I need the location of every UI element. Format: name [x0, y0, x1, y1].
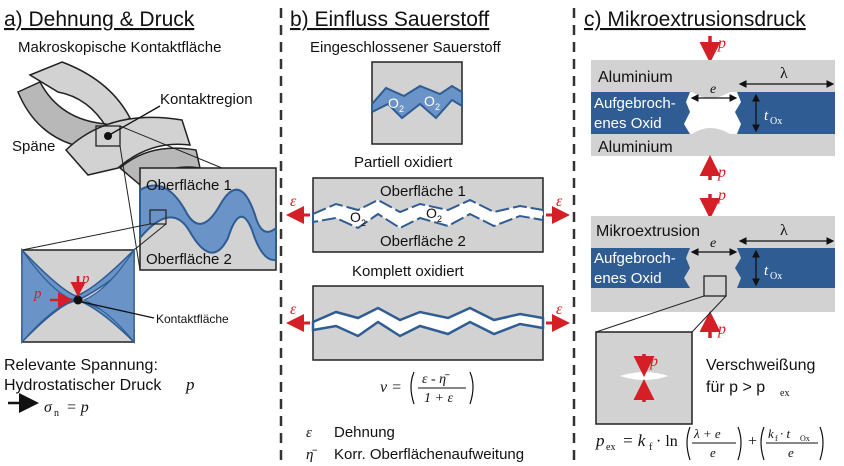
partial-o2-left: O	[350, 209, 361, 225]
t-bottom: t	[764, 263, 769, 279]
sigma-sub: n	[54, 408, 59, 419]
partial-epsilon-right: ε	[556, 193, 563, 210]
lambda-top: λ	[780, 65, 788, 82]
svg-text:= k: = k	[622, 431, 646, 450]
partial-surface-1: Oberfläche 1	[380, 183, 466, 200]
force-p-vertical: p	[81, 271, 90, 287]
surface-zoom-box	[139, 167, 277, 271]
t-bottom-sub: Ox	[770, 271, 782, 282]
t-top-sub: Ox	[770, 116, 782, 127]
sigma-eq: = p	[66, 399, 89, 416]
formula-v-den: 1 + ε	[424, 391, 453, 406]
svg-text:e: e	[710, 445, 716, 460]
pressure-p-mid-1: p	[717, 164, 726, 181]
welding-line1: Verschweißung	[706, 357, 815, 374]
panel-b: b) Einfluss Sauerstoff Eingeschlossener …	[286, 8, 570, 463]
e-top: e	[710, 82, 716, 97]
svg-text:k: k	[768, 426, 774, 441]
partial-o2-left-sub: 2	[361, 218, 366, 228]
pressure-p-top: p	[717, 35, 726, 52]
complete-epsilon-left: ε	[290, 301, 297, 318]
oxide-top-line1: Aufgebroch-	[594, 95, 676, 112]
partial-o2-right: O	[426, 205, 437, 221]
partial-oxidized-box	[312, 177, 544, 253]
aluminium-bottom-label: Aluminium	[598, 139, 673, 156]
lambda-bottom: λ	[780, 222, 788, 239]
svg-text:e: e	[788, 445, 794, 460]
o2-right-sub: 2	[435, 102, 440, 112]
formula-v-num: ε - η̄	[422, 372, 450, 387]
contact-region-label: Kontaktregion	[160, 91, 253, 108]
chips-label: Späne	[12, 138, 55, 155]
svg-text:λ + e: λ + e	[693, 426, 721, 441]
o2-left-sub: 2	[399, 104, 404, 114]
lower-block	[591, 216, 835, 312]
microextrusion-label: Mikroextrusion	[596, 223, 700, 240]
svg-text:+: +	[748, 433, 757, 450]
o2-right: O	[424, 93, 435, 109]
complete-oxidized-box	[311, 285, 545, 361]
legend-epsilon-text: Dehnung	[334, 424, 395, 441]
partial-epsilon-left: ε	[290, 193, 297, 210]
sigma-symbol: σ	[44, 399, 53, 416]
legend-epsilon-symbol: ε	[306, 425, 312, 441]
upper-block	[591, 60, 835, 156]
enclosed-oxygen-label: Eingeschlossener Sauerstoff	[310, 39, 502, 56]
svg-text:p: p	[595, 431, 605, 450]
extrusion-pressure-formula: p ex = k f · ln λ + e e + k f · t Ox e	[595, 426, 824, 461]
pressure-p-mid-2: p	[717, 187, 726, 204]
panel-a-subtitle: Makroskopische Kontaktfläche	[18, 39, 221, 56]
welding-line2: für p > p	[706, 379, 765, 396]
contact-area-label: Kontaktfläche	[156, 312, 229, 326]
partial-surface-2: Oberfläche 2	[380, 233, 466, 250]
panel-b-title: b) Einfluss Sauerstoff	[290, 8, 489, 31]
svg-text:ex: ex	[606, 442, 615, 453]
relevant-stress-line1: Relevante Spannung:	[4, 357, 158, 374]
force-p-horizontal: p	[33, 286, 42, 302]
panel-a: a) Dehnung & Druck Makroskopische Kontak…	[4, 8, 277, 419]
surface-2-label: Oberfläche 2	[146, 251, 232, 268]
welding-sub: ex	[780, 388, 789, 399]
relevant-stress-line2: Hydrostatischer Druck	[4, 377, 162, 394]
svg-text:· ln: · ln	[656, 433, 678, 450]
svg-text:f: f	[775, 434, 778, 443]
expansion-formula: v = ε - η̄ 1 + ε	[380, 371, 474, 406]
panel-c: c) Mikroextrusionsdruck p Aluminium Alum…	[584, 8, 835, 461]
oxide-top-line2: enes Oxid	[594, 115, 662, 132]
welding-p: p	[649, 353, 658, 370]
micro-contact-box	[21, 247, 155, 344]
svg-text:· t: · t	[780, 426, 791, 441]
oxide-bottom-line1: Aufgebroch-	[594, 250, 676, 267]
svg-text:Ox: Ox	[800, 434, 810, 443]
panel-c-title: c) Mikroextrusionsdruck	[584, 8, 806, 31]
pressure-symbol: p	[185, 375, 195, 394]
legend-eta-symbol: η̄	[306, 447, 317, 463]
complete-label: Komplett oxidiert	[352, 263, 465, 280]
oxide-bottom-line2: enes Oxid	[594, 270, 662, 287]
pressure-p-bottom: p	[717, 321, 726, 338]
partial-o2-right-sub: 2	[437, 214, 442, 224]
enclosed-oxygen-box	[371, 61, 463, 145]
legend-eta-text: Korr. Oberflächenaufweitung	[334, 446, 524, 463]
e-bottom: e	[710, 236, 716, 251]
svg-text:f: f	[649, 442, 653, 453]
panel-a-title: a) Dehnung & Druck	[4, 8, 195, 31]
o2-left: O	[388, 95, 399, 111]
welding-zoom-box	[595, 331, 693, 425]
aluminium-top-label: Aluminium	[598, 69, 673, 86]
formula-v-lhs: v =	[380, 379, 402, 396]
complete-epsilon-right: ε	[556, 301, 563, 318]
t-top: t	[764, 108, 769, 124]
partial-label: Partiell oxidiert	[354, 154, 453, 171]
surface-1-label: Oberfläche 1	[146, 177, 232, 194]
